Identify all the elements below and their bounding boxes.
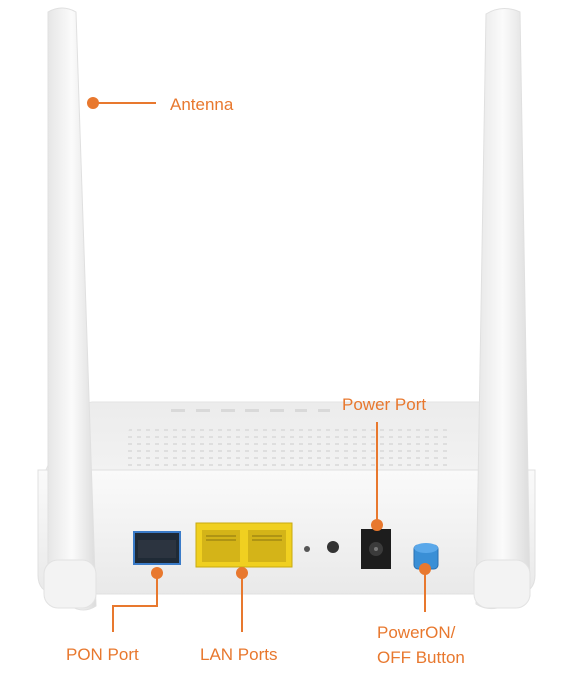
power-button-label: PowerON/ OFF Button: [377, 622, 465, 669]
pon-port-leader-line: [112, 573, 158, 632]
callout-leaders: [87, 97, 431, 632]
lan-ports: [195, 522, 293, 568]
pon-port: [133, 531, 181, 565]
lan-ports-label: LAN Ports: [200, 645, 278, 664]
power-port: [361, 529, 391, 569]
antenna-left: [43, 7, 97, 611]
power-button: [413, 543, 439, 570]
power-port-label: Power Port: [342, 395, 427, 414]
pon-port-label: PON Port: [66, 645, 139, 664]
reset-hole: [304, 546, 310, 552]
antenna-right: [473, 8, 531, 610]
power-button-label-line1: PowerON/: [377, 623, 456, 642]
power-button-label-line2: OFF Button: [377, 648, 465, 667]
wps-button: [327, 541, 339, 553]
antenna-label: Antenna: [170, 95, 234, 114]
